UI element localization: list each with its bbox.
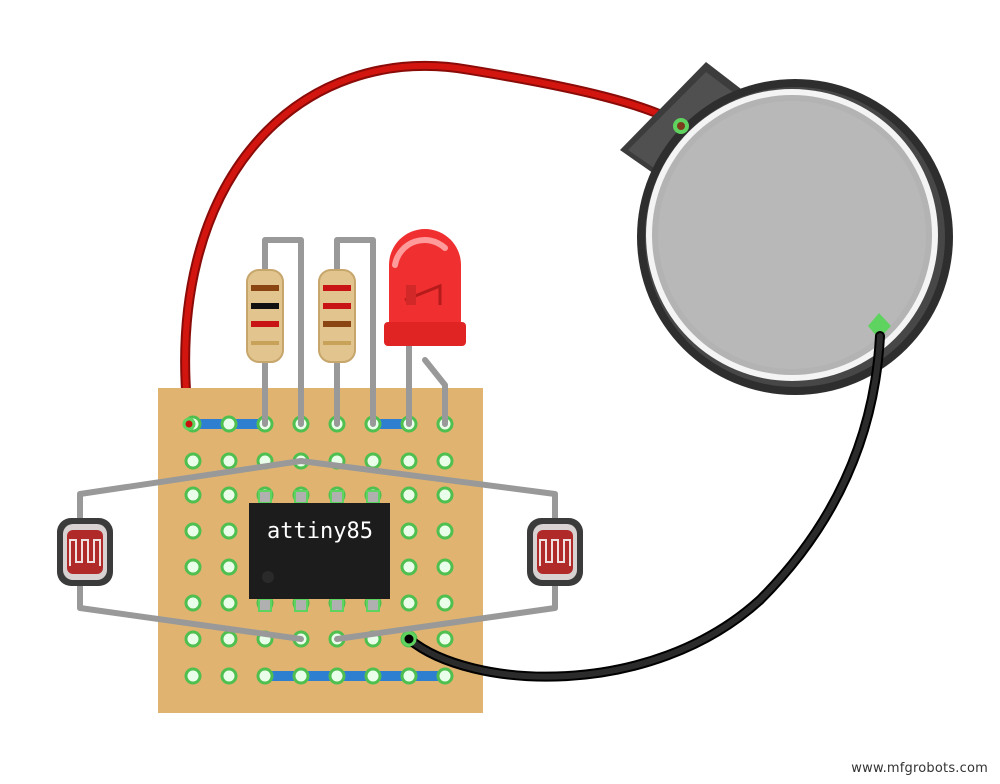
board-hole [256,667,274,685]
chip-pin [366,598,380,612]
board-hole [220,558,238,576]
battery-pad-plus [673,118,689,134]
black-wire-end [401,631,417,647]
board-hole [436,558,454,576]
board-hole [220,452,238,470]
board-hole [220,594,238,612]
resistor-red-red-brown [318,269,356,363]
board-hole [184,522,202,540]
photoresistor-right [527,518,583,586]
board-hole [184,630,202,648]
red-led [384,229,466,346]
board-hole [400,522,418,540]
board-hole [220,486,238,504]
jumper-right-top [298,458,558,525]
board-hole [364,667,382,685]
chip-pin [258,490,272,504]
board-hole [400,594,418,612]
board-hole [436,452,454,470]
board-hole [400,486,418,504]
chip-pin [294,598,308,612]
board-hole [220,630,238,648]
board-hole [220,415,238,433]
jumper-left-bottom [77,579,304,642]
chip-label: attiny85 [267,519,373,544]
board-hole [436,522,454,540]
battery-pad-minus [868,313,891,339]
board-hole [220,522,238,540]
red-wire-end [182,417,196,431]
chip-pin [330,598,344,612]
black-wire-highlight [406,333,883,680]
attiny85-dip8-chip: attiny85 [249,490,390,612]
photoresistor-left [57,518,113,586]
board-hole [364,452,382,470]
board-hole [400,667,418,685]
chip-pin [330,490,344,504]
board-hole [400,452,418,470]
board-hole [328,667,346,685]
board-hole [184,594,202,612]
watermark: www.mfgrobots.com [851,761,988,776]
chip-notch [262,571,274,583]
board-hole [184,486,202,504]
board-hole [184,667,202,685]
board-hole [436,486,454,504]
board-hole [436,630,454,648]
coin-cell-battery-holder [620,62,953,395]
board-hole [292,667,310,685]
resistor-brown-black-red [246,269,284,363]
board-hole [184,558,202,576]
red-wire-highlight [182,63,686,427]
board-hole [184,452,202,470]
board-hole [436,594,454,612]
jumper-left-top [77,458,304,525]
chip-body [249,503,390,599]
board-hole [400,558,418,576]
chip-pin [294,490,308,504]
chip-pin [258,598,272,612]
chip-pin [366,490,380,504]
led-cathode-lead [422,357,448,427]
board-hole [220,667,238,685]
board-hole [436,667,454,685]
jumper-right-bottom [334,579,558,642]
